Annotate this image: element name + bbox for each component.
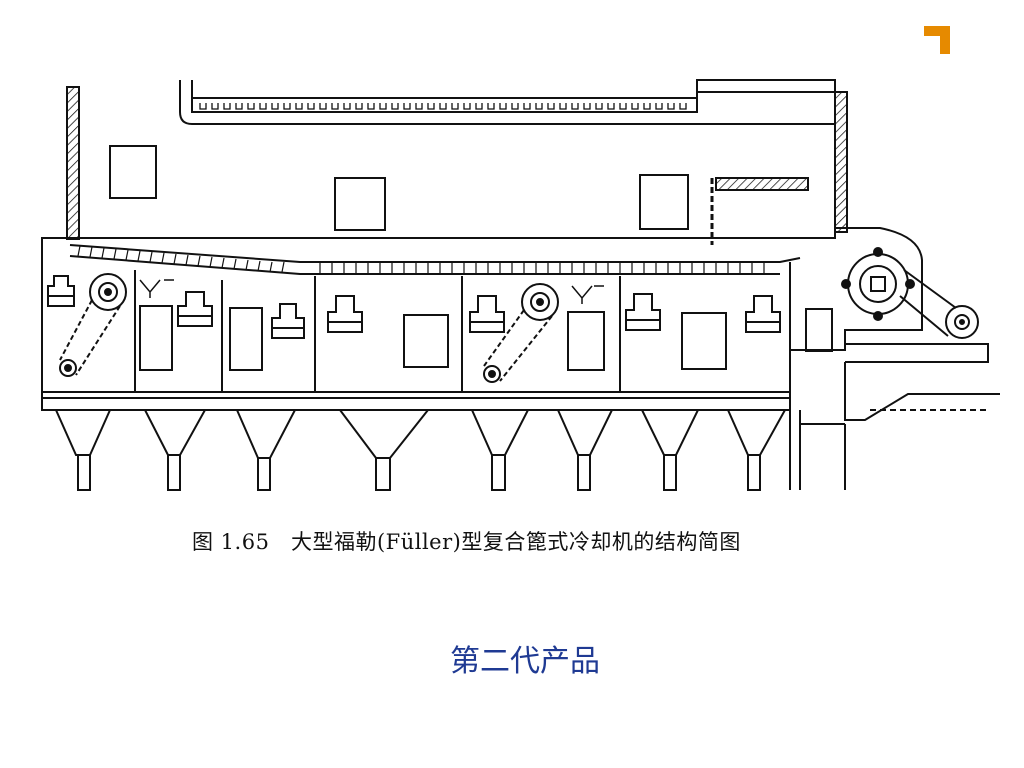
discharge-chute: [789, 410, 846, 490]
compartment-window-3: [403, 314, 449, 368]
top-right-duct: [696, 79, 836, 112]
compartment-window-1: [139, 305, 173, 371]
discharge-outlet: [844, 343, 1000, 421]
figure-caption: 图 1.65 大型福勒(Füller)型复合篦式冷却机的结构简图: [192, 530, 741, 554]
grate-plate: [69, 244, 801, 263]
inspection-window-1: [109, 145, 157, 199]
dust-hoppers: [42, 397, 790, 491]
compartment-dividers: [134, 262, 791, 392]
compartment-window-6: [805, 308, 833, 352]
air-valves: [139, 279, 604, 304]
inspection-window-3: [639, 174, 689, 230]
corner-bracket-icon: [924, 26, 950, 54]
upper-housing: [78, 80, 836, 239]
grate-plate-lower: [69, 255, 780, 275]
drive-unit-2: [483, 283, 559, 383]
compartment-window-2: [229, 307, 263, 371]
clinker-crusher: [841, 247, 915, 321]
slide-subtitle: 第二代产品: [450, 644, 600, 679]
inspection-window-2: [334, 177, 386, 231]
drive-unit-1: [59, 273, 127, 377]
compartment-window-4: [567, 311, 605, 371]
ceiling-strip-teeth: [199, 103, 687, 110]
cooler-structure-diagram: [41, 79, 1000, 491]
crusher-drive: [899, 269, 979, 339]
right-wall: [834, 91, 848, 233]
grate-supports: [47, 275, 781, 339]
ceiling-strip: [191, 97, 698, 113]
left-wall: [66, 86, 80, 240]
grate-plate-hatch: [77, 245, 765, 273]
hatched-shelf: [715, 177, 809, 191]
compartment-window-5: [681, 312, 727, 370]
